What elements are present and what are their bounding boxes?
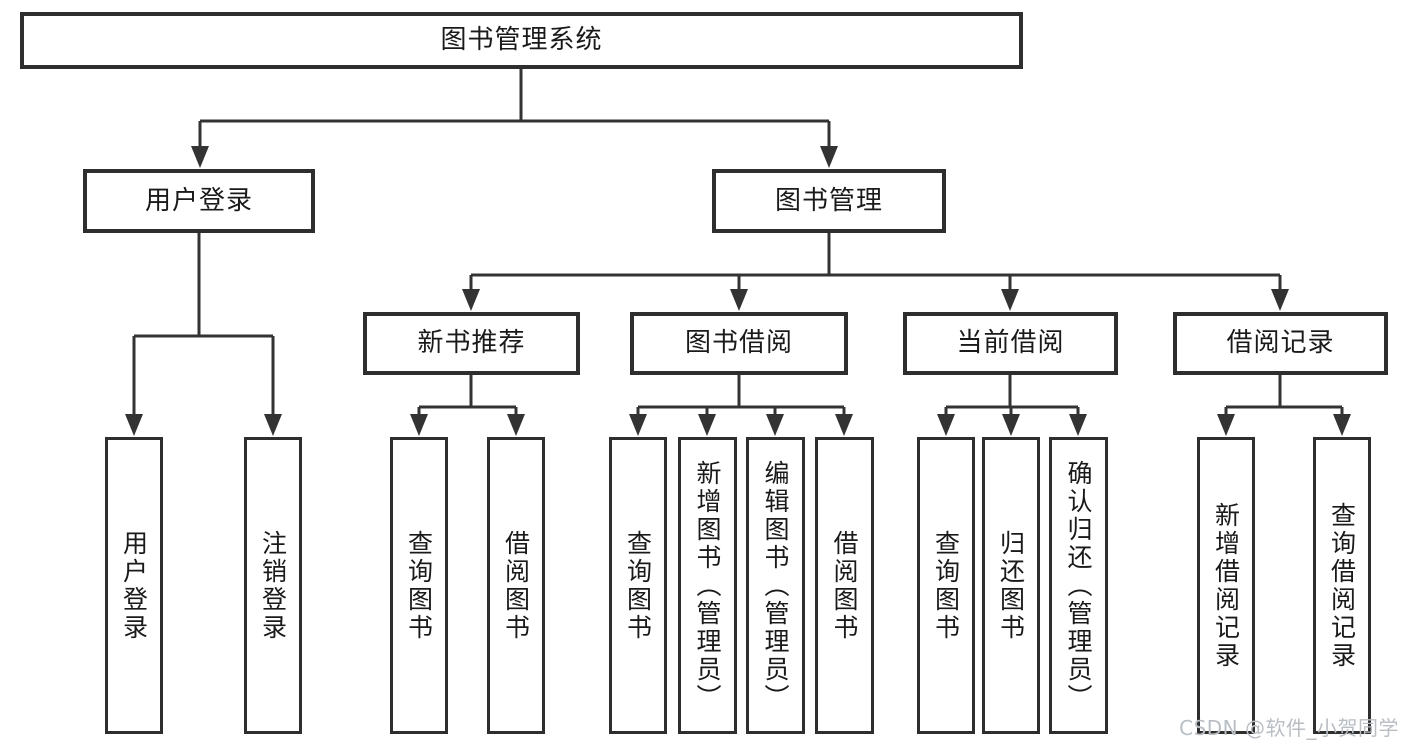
node-leaf-edit-book-admin: 编辑图书（管理员） (746, 437, 805, 734)
node-leaf-add-borrow-record-label: 新增借阅记录 (1211, 501, 1241, 670)
node-leaf-borrow-book-recommend-label: 借阅图书 (501, 529, 531, 642)
node-leaf-add-book-admin: 新增图书（管理员） (678, 437, 737, 734)
node-user-login: 用户登录 (83, 169, 315, 233)
node-leaf-query-book-recommend-label: 查询图书 (404, 529, 434, 642)
node-book-borrow-label: 图书借阅 (684, 328, 793, 359)
node-leaf-add-borrow-record: 新增借阅记录 (1197, 437, 1255, 734)
node-leaf-query-book-recommend: 查询图书 (390, 437, 448, 734)
node-borrow-record-label: 借阅记录 (1226, 328, 1335, 359)
node-user-login-label: 用户登录 (144, 185, 253, 216)
node-new-book-recommend: 新书推荐 (363, 312, 580, 375)
node-leaf-edit-book-admin-label: 编辑图书（管理员） (761, 459, 790, 712)
node-root-label: 图书管理系统 (440, 25, 603, 56)
node-borrow-record: 借阅记录 (1173, 312, 1388, 375)
node-leaf-confirm-return-admin-label: 确认归还（管理员） (1064, 459, 1093, 712)
node-leaf-query-book-current: 查询图书 (917, 437, 975, 734)
node-current-borrow-label: 当前借阅 (956, 328, 1065, 359)
node-leaf-borrow-book-recommend: 借阅图书 (487, 437, 545, 734)
node-book-management: 图书管理 (712, 169, 946, 233)
node-leaf-query-book-current-label: 查询图书 (931, 529, 961, 642)
node-leaf-logout: 注销登录 (244, 437, 302, 734)
node-leaf-query-borrow-record: 查询借阅记录 (1313, 437, 1371, 734)
node-leaf-borrow-book-label: 借阅图书 (830, 529, 859, 642)
node-leaf-query-borrow-record-label: 查询借阅记录 (1327, 501, 1357, 670)
node-current-borrow: 当前借阅 (903, 312, 1118, 375)
node-leaf-query-book-borrow: 查询图书 (609, 437, 667, 734)
node-root: 图书管理系统 (20, 12, 1023, 69)
node-book-borrow: 图书借阅 (630, 312, 848, 375)
node-leaf-add-book-admin-label: 新增图书（管理员） (693, 459, 722, 712)
node-new-book-recommend-label: 新书推荐 (417, 328, 526, 359)
node-leaf-logout-label: 注销登录 (258, 529, 288, 642)
node-leaf-return-book: 归还图书 (982, 437, 1040, 734)
node-leaf-user-login: 用户登录 (105, 437, 163, 734)
node-leaf-borrow-book: 借阅图书 (815, 437, 874, 734)
node-leaf-confirm-return-admin: 确认归还（管理员） (1049, 437, 1108, 734)
node-leaf-return-book-label: 归还图书 (996, 529, 1026, 642)
watermark-text: CSDN @软件_小贺同学 (1179, 716, 1399, 740)
node-leaf-user-login-label: 用户登录 (119, 529, 149, 642)
node-book-management-label: 图书管理 (774, 185, 883, 216)
node-leaf-query-book-borrow-label: 查询图书 (623, 529, 653, 642)
